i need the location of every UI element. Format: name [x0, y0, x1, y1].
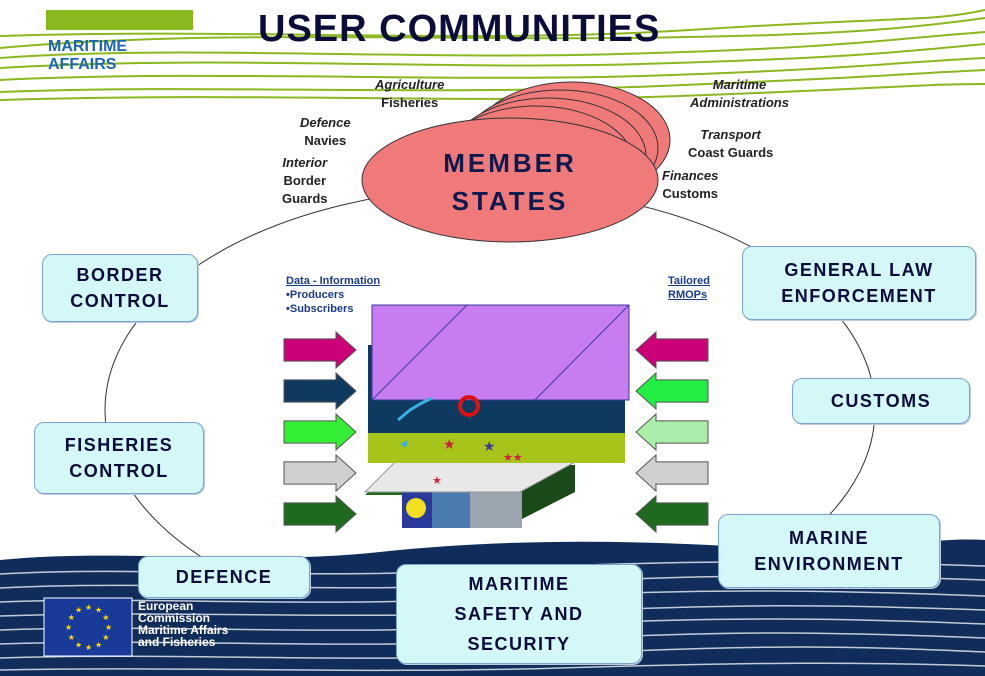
sector-transport-title: Transport — [700, 127, 761, 142]
left-arrow-1 — [283, 330, 357, 370]
sector-transport-sub: Coast Guards — [688, 145, 774, 160]
eu-star: ★ — [102, 613, 109, 622]
ec-logo-line-2: Commission — [138, 611, 211, 625]
maritime-safety-line-3: SECURITY — [467, 634, 571, 654]
eu-star: ★ — [75, 606, 82, 615]
border-control-box: BORDER CONTROL — [42, 254, 198, 322]
eu-star: ★ — [85, 603, 92, 612]
sector-agriculture-title: Agriculture — [375, 77, 445, 92]
marine-environment-line-1: MARINE — [789, 528, 869, 548]
ec-logo-text: European Commission Maritime Affairs and… — [138, 600, 228, 648]
right-arrow-4 — [635, 453, 709, 493]
left-arrow-4 — [283, 453, 357, 493]
sector-interior-sub: Border — [283, 173, 327, 188]
svg-text:★: ★ — [443, 436, 456, 452]
right-arrows — [635, 330, 709, 534]
marine-environment-box: MARINE ENVIRONMENT — [718, 514, 940, 588]
member-states-stack — [361, 81, 671, 243]
sector-maritime-admin-sub: Administrations — [690, 95, 789, 110]
sector-interior: Interior Border Guards — [282, 154, 328, 208]
left-arrow-5 — [283, 494, 357, 534]
svg-text:★★: ★★ — [503, 452, 523, 464]
maritime-affairs-line-2: AFFAIRS — [48, 56, 117, 73]
data-information-item-subscribers: •Subscribers — [286, 303, 354, 315]
ec-logo-line-1: European — [138, 599, 194, 613]
sector-finances-sub: Customs — [662, 186, 718, 201]
customs-label: CUSTOMS — [830, 391, 932, 411]
right-arrow-2 — [635, 371, 709, 411]
customs-box: CUSTOMS — [792, 378, 970, 424]
svg-text:★: ★ — [483, 438, 496, 454]
eu-star: ★ — [68, 633, 75, 642]
ec-logo-line-3: Maritime Affairs — [138, 623, 229, 637]
svg-text:★: ★ — [432, 475, 442, 487]
general-law-line-2: ENFORCEMENT — [781, 286, 937, 306]
eu-star: ★ — [85, 643, 92, 652]
sector-interior-title: Interior — [282, 155, 328, 170]
general-law-line-1: GENERAL LAW — [784, 260, 934, 280]
marine-environment-line-2: ENVIRONMENT — [754, 554, 904, 574]
member-states-label: MEMBER STATES — [400, 144, 620, 220]
fisheries-control-box: FISHERIES CONTROL — [34, 422, 204, 494]
maritime-safety-line-1: MARITIME — [468, 574, 570, 594]
tailored-rmops-label: Tailored RMOPs — [668, 274, 710, 302]
sector-defence-title: Defence — [300, 115, 351, 130]
left-arrow-2 — [283, 371, 357, 411]
border-control-line-1: BORDER — [76, 265, 164, 285]
eu-star: ★ — [68, 613, 75, 622]
eu-star: ★ — [65, 623, 72, 632]
eu-star: ★ — [105, 623, 112, 632]
member-states-line-2: STATES — [451, 186, 569, 216]
eu-star: ★ — [95, 640, 102, 649]
maritime-safety-line-2: SAFETY AND — [454, 604, 584, 624]
tailored-line-2: RMOPs — [668, 289, 708, 301]
right-arrow-3 — [635, 412, 709, 452]
fisheries-control-line-1: FISHERIES — [64, 435, 174, 455]
eu-flag-logo: ★★★★★★★★★★★★ — [43, 597, 133, 657]
eu-star: ★ — [75, 640, 82, 649]
right-arrow-5 — [635, 494, 709, 534]
page-title: USER COMMUNITIES — [258, 8, 661, 50]
fisheries-control-line-2: CONTROL — [69, 461, 169, 481]
sector-maritime-admin-title: Maritime — [712, 77, 767, 92]
data-information-heading: Data - Information — [286, 275, 381, 287]
defence-box: DEFENCE — [138, 556, 310, 598]
sector-finances: Finances Customs — [662, 167, 718, 203]
maritime-safety-box: MARITIME SAFETY AND SECURITY — [396, 564, 642, 664]
left-arrow-3 — [283, 412, 357, 452]
general-law-box: GENERAL LAW ENFORCEMENT — [742, 246, 976, 320]
defence-label: DEFENCE — [175, 567, 273, 587]
ec-logo-line-4: and Fisheries — [138, 635, 216, 649]
sector-interior-sub-2: Guards — [282, 191, 328, 206]
sector-finances-title: Finances — [662, 168, 719, 183]
eu-star: ★ — [102, 633, 109, 642]
maritime-affairs-line-1: MARITIME — [48, 38, 128, 55]
border-control-line-2: CONTROL — [70, 291, 170, 311]
sector-agriculture: Agriculture Fisheries — [375, 76, 444, 112]
header-green-bar — [46, 10, 193, 30]
data-information-label: Data - Information •Producers •Subscribe… — [286, 274, 380, 316]
left-arrows — [283, 330, 357, 534]
sector-defence: Defence Navies — [300, 114, 351, 150]
sector-transport: Transport Coast Guards — [688, 126, 773, 162]
right-arrow-1 — [635, 330, 709, 370]
tailored-line-1: Tailored — [668, 275, 710, 287]
sector-maritime-admin: Maritime Administrations — [690, 76, 789, 112]
member-states-line-1: MEMBER — [443, 148, 577, 178]
sector-agriculture-sub: Fisheries — [381, 95, 439, 110]
maritime-affairs-label: MARITIME AFFAIRS — [48, 38, 127, 74]
eu-star: ★ — [95, 606, 102, 615]
data-layer-stack: ★ ★ ★★ ★ — [363, 304, 630, 528]
sector-defence-sub: Navies — [304, 133, 347, 148]
data-information-item-producers: •Producers — [286, 289, 345, 301]
